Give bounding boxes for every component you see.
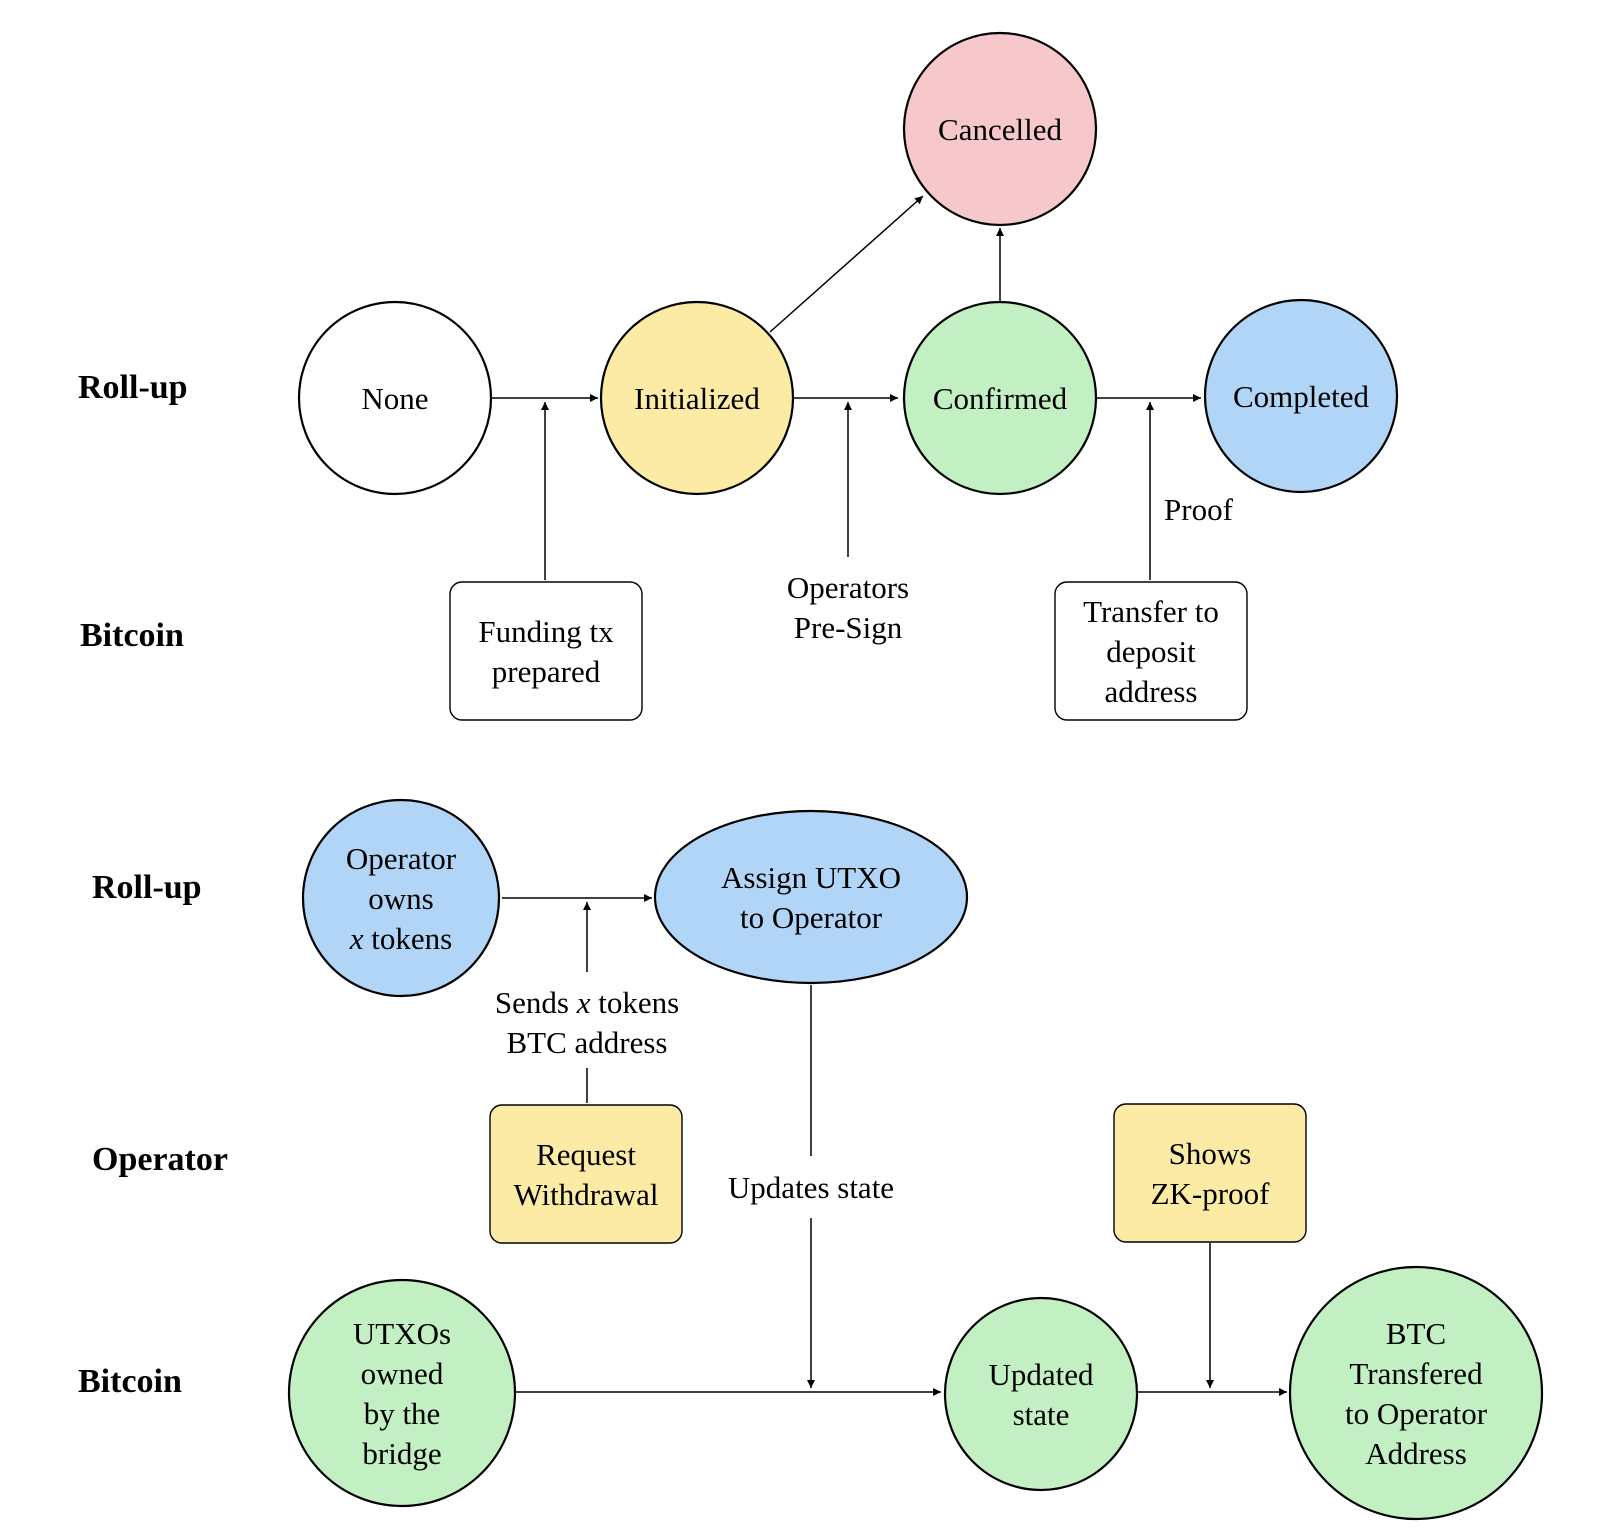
event-presign-label-line: Pre-Sign: [794, 610, 903, 645]
lane-label-bitcoin-top: Bitcoin: [80, 617, 184, 654]
label-sends-tokens-line: Sends x tokens: [495, 985, 679, 1020]
event-transfer-box-label-line: address: [1105, 674, 1198, 709]
label-updates-state: Updates state: [728, 1170, 894, 1205]
state-cancelled-label: Cancelled: [938, 112, 1062, 147]
event-funding-box: [449, 581, 643, 721]
node-updated-state-label-line: state: [1013, 1397, 1070, 1432]
event-presign-label-line: Operators: [787, 570, 909, 605]
node-updated-state-label: Updated state: [988, 1357, 1094, 1432]
proof-label: Proof: [1164, 492, 1234, 527]
nodes-layer: [287, 31, 1544, 1521]
node-operator-owns-label-line: owns: [368, 881, 433, 916]
state-initialized-label: Initialized: [634, 381, 760, 416]
node-assign-utxo: [653, 809, 969, 985]
node-utxos-owned-label: UTXOs owned by the bridge: [353, 1316, 451, 1471]
node-shows-zk-proof-label-line: Shows: [1169, 1136, 1252, 1171]
lane-label-rollup-top: Roll-up: [78, 369, 188, 406]
node-operator-owns: [301, 798, 501, 998]
state-initialized: [599, 300, 795, 496]
state-confirmed-label: Confirmed: [933, 381, 1068, 416]
edges-layer: [490, 195, 1287, 1396]
node-shows-zk-proof-label-line: ZK-proof: [1151, 1176, 1270, 1211]
event-transfer-box-label-line: deposit: [1106, 634, 1196, 669]
node-btc-transfered-label-line: BTC: [1386, 1316, 1446, 1351]
node-request-withdrawal-label-line: Request: [536, 1137, 636, 1172]
node-updated-state: [943, 1296, 1139, 1492]
node-assign-utxo-label-line: Assign UTXO: [721, 860, 901, 895]
event-transfer-box: [1054, 581, 1248, 721]
node-assign-utxo-label: Assign UTXO to Operator: [721, 860, 901, 935]
state-completed-label-line: Completed: [1233, 379, 1370, 414]
event-transfer-box-label: Transfer to deposit address: [1083, 594, 1219, 709]
node-operator-owns-label: Operator owns x tokens: [346, 841, 457, 956]
node-assign-utxo-label-line: to Operator: [740, 900, 883, 935]
node-utxos-owned: [287, 1278, 517, 1508]
state-confirmed-label-line: Confirmed: [933, 381, 1068, 416]
state-completed-label: Completed: [1233, 379, 1370, 414]
state-none-label: None: [361, 381, 428, 416]
state-none-label-line: None: [361, 381, 428, 416]
node-shows-zk-proof: [1113, 1103, 1307, 1243]
node-btc-transfered-label-line: to Operator: [1345, 1396, 1488, 1431]
state-confirmed: [902, 300, 1098, 496]
node-request-withdrawal: [489, 1104, 683, 1244]
node-request-withdrawal-label-line: Withdrawal: [513, 1177, 658, 1212]
lane-label-operator: Operator: [92, 1141, 228, 1178]
node-btc-transfered-label-line: Address: [1365, 1436, 1467, 1471]
state-none: [297, 300, 493, 496]
node-btc-transfered: [1288, 1265, 1544, 1521]
event-funding-box-label-line: prepared: [492, 654, 601, 689]
state-cancelled: [902, 31, 1098, 227]
event-funding-box-label-line: Funding tx: [478, 614, 614, 649]
lane-label-rollup-bottom: Roll-up: [92, 869, 202, 906]
node-operator-owns-label-line: x tokens: [349, 921, 452, 956]
node-utxos-owned-label-line: by the: [364, 1396, 441, 1431]
node-utxos-owned-label-line: UTXOs: [353, 1316, 451, 1351]
node-utxos-owned-label-line: owned: [361, 1356, 444, 1391]
edge-initialized-to-cancelled: [769, 195, 924, 333]
state-initialized-label-line: Initialized: [634, 381, 760, 416]
state-cancelled-label-line: Cancelled: [938, 112, 1062, 147]
node-operator-owns-label-line: Operator: [346, 841, 457, 876]
label-sends-tokens-line: BTC address: [506, 1025, 667, 1060]
label-updates-state-line: Updates state: [728, 1170, 894, 1205]
node-utxos-owned-label-line: bridge: [362, 1436, 441, 1471]
node-btc-transfered-label-line: Transfered: [1349, 1356, 1483, 1391]
event-funding-box-label: Funding tx prepared: [478, 614, 614, 689]
state-completed: [1203, 298, 1399, 494]
lane-label-bitcoin-bottom: Bitcoin: [78, 1363, 182, 1400]
event-transfer-box-label-line: Transfer to: [1083, 594, 1219, 629]
node-updated-state-label-line: Updated: [988, 1357, 1094, 1392]
